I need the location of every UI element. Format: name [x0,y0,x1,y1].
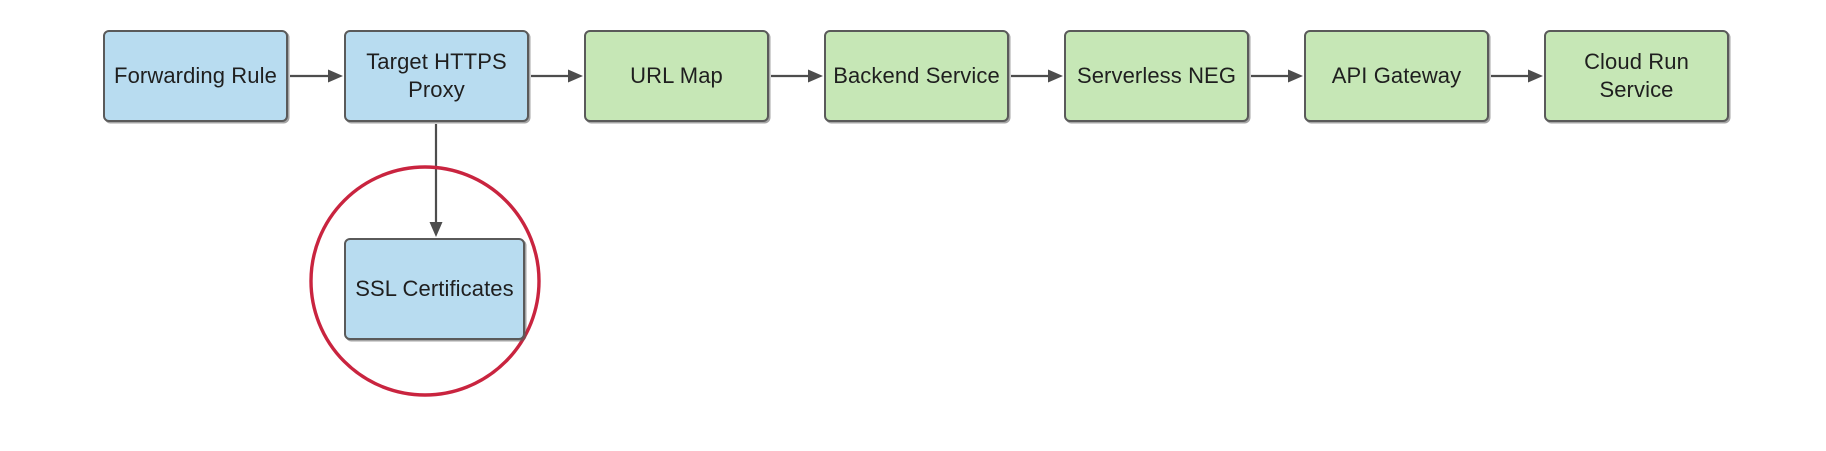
node-url-map[interactable]: URL Map [584,30,769,122]
node-target-https-proxy-label: Target HTTPS Proxy [366,48,507,102]
node-forwarding-rule[interactable]: Forwarding Rule [103,30,288,122]
edge-serverless-neg-to-api-gateway [1251,69,1303,83]
edge-url-map-to-backend-service [771,69,823,83]
node-forwarding-rule-label: Forwarding Rule [114,62,277,88]
node-backend-service[interactable]: Backend Service [824,30,1009,122]
node-cloud-run-service[interactable]: Cloud Run Service [1544,30,1729,122]
node-target-https-proxy[interactable]: Target HTTPS Proxy [344,30,529,122]
node-backend-service-label: Backend Service [833,62,1000,88]
node-serverless-neg-label: Serverless NEG [1076,62,1237,88]
node-url-map-label: URL Map [630,62,723,88]
node-serverless-neg[interactable]: Serverless NEG [1064,30,1249,122]
edge-api-gateway-to-cloud-run-service [1491,69,1543,83]
node-cloud-run-service-label: Cloud Run Service [1584,48,1689,102]
edge-backend-service-to-serverless-neg [1011,69,1063,83]
edge-target-https-proxy-to-url-map [531,69,583,83]
node-ssl-certificates[interactable]: SSL Certificates [344,238,525,340]
node-ssl-certificates-label: SSL Certificates [355,275,514,301]
node-api-gateway-label: API Gateway [1331,62,1462,88]
edge-forwarding-rule-to-target-https-proxy [290,69,343,83]
node-api-gateway[interactable]: API Gateway [1304,30,1489,122]
edge-target-https-proxy-to-ssl-certificates [429,124,443,237]
